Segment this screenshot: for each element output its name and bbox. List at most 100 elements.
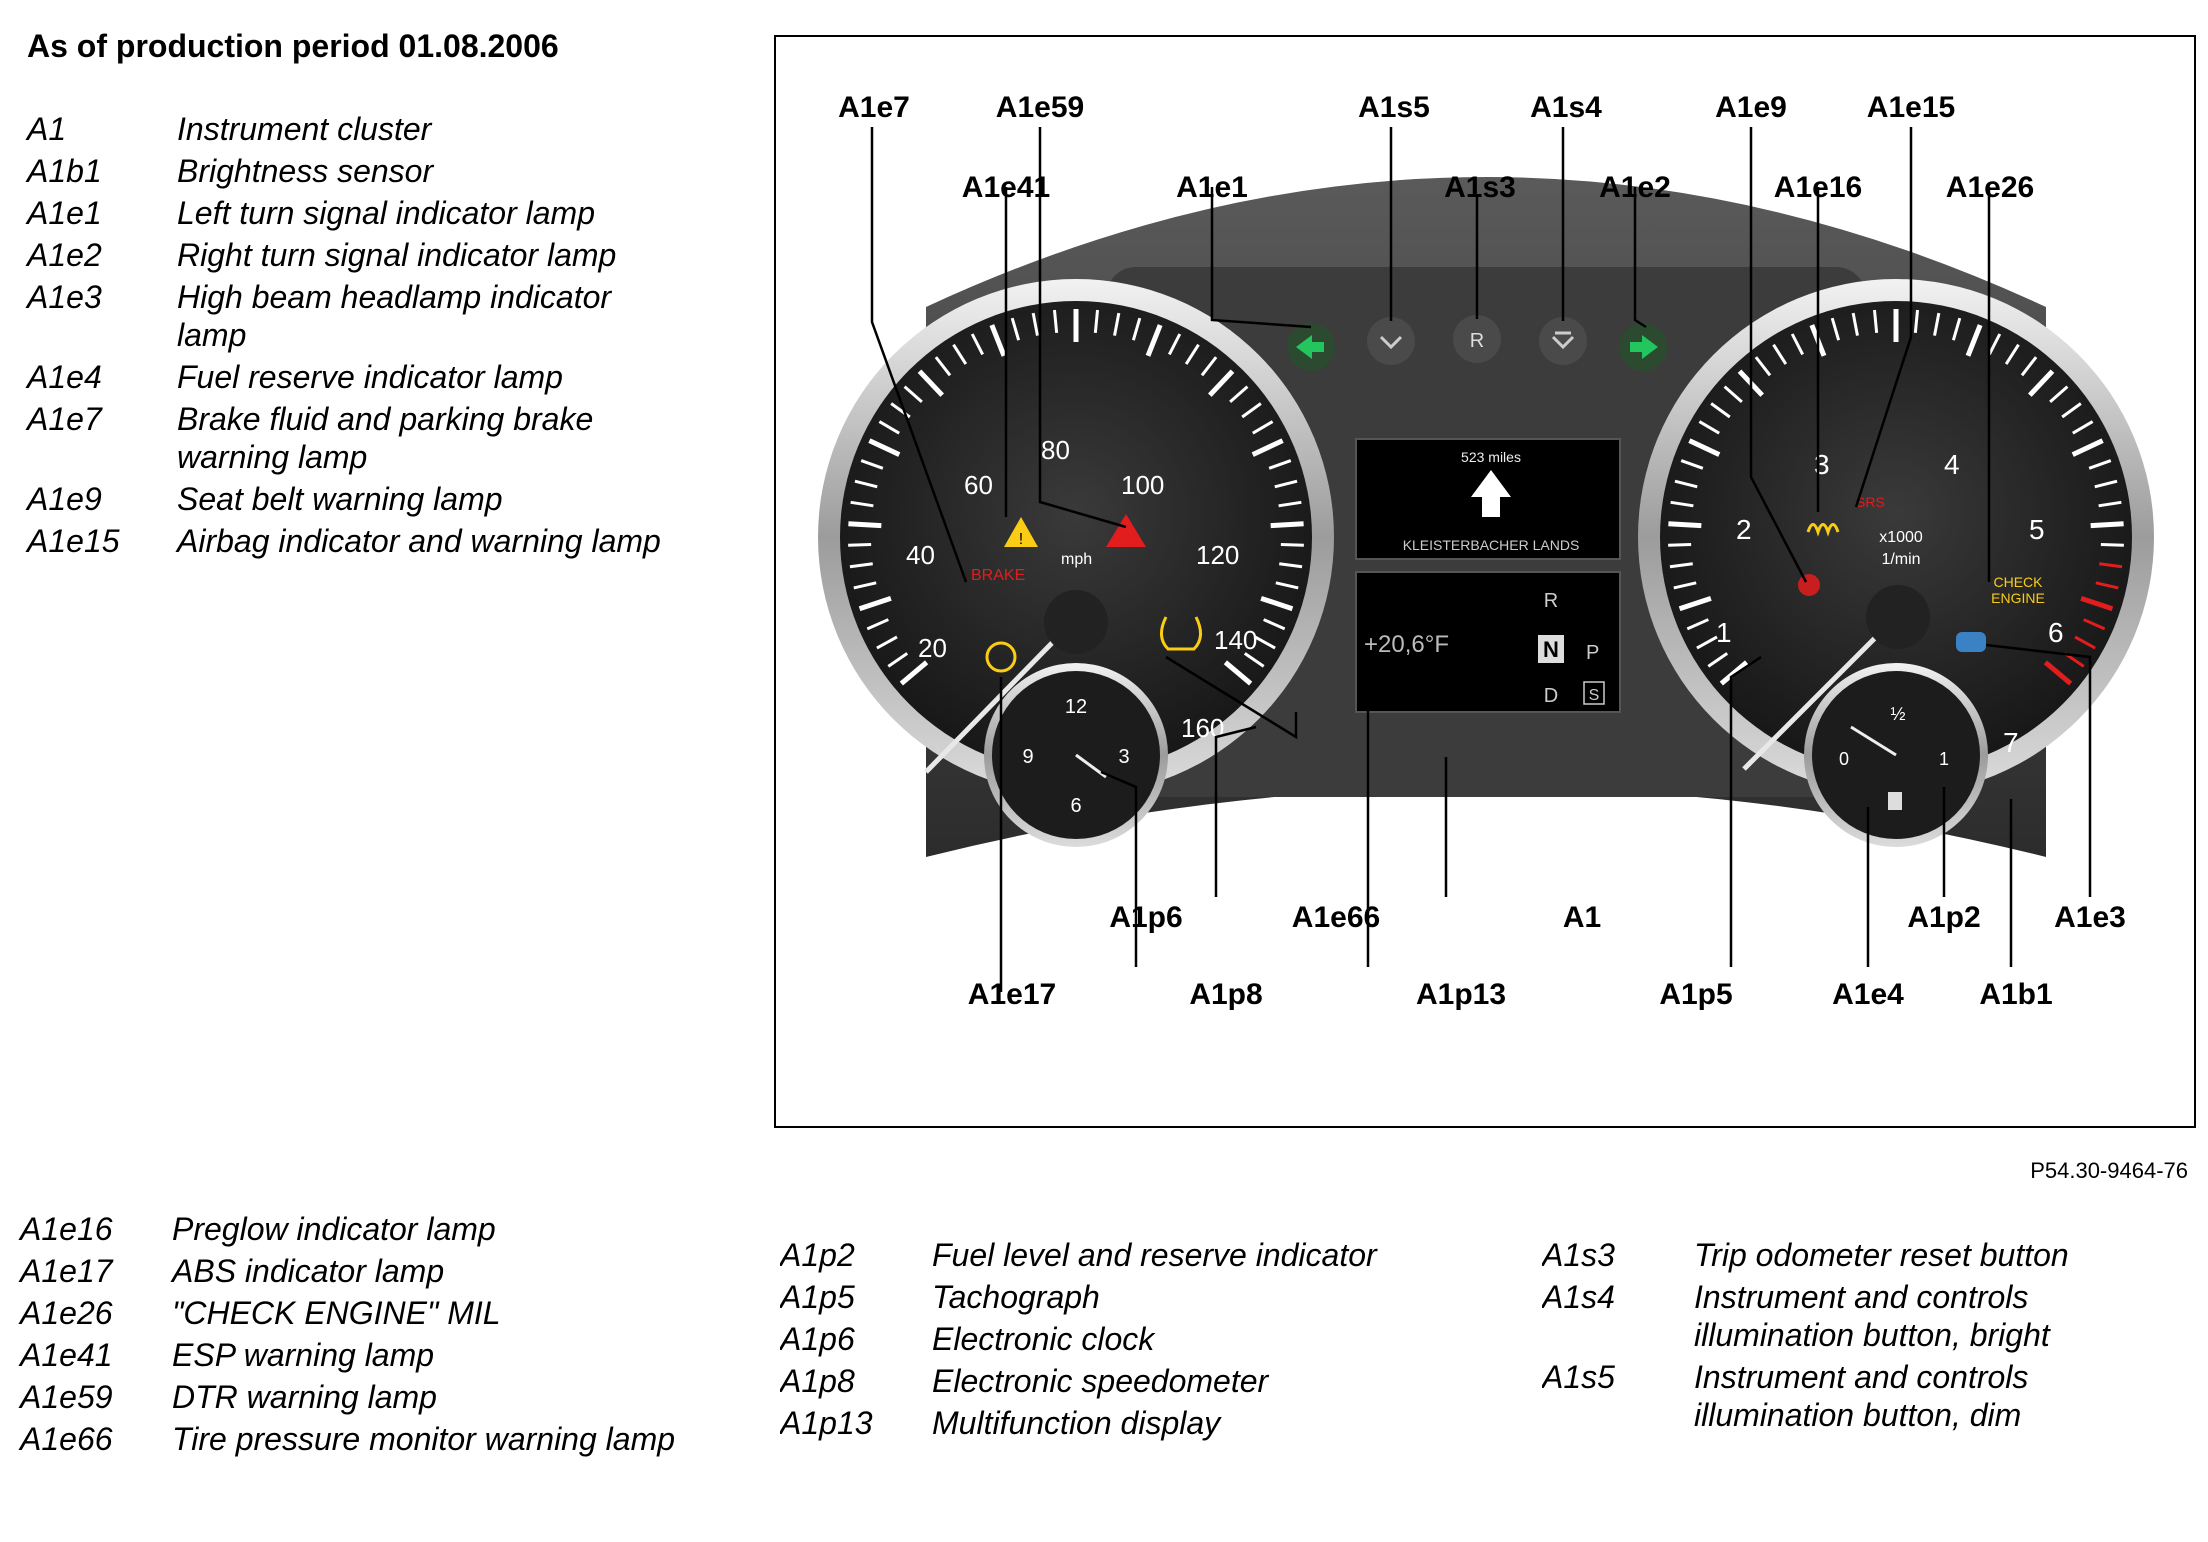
outside-temp: +20,6°F — [1364, 631, 1449, 658]
gauge-tick — [1965, 324, 1983, 357]
bright-button[interactable] — [1539, 317, 1587, 365]
gauge-tick — [1669, 562, 1693, 569]
gauge-tick — [1719, 660, 1749, 686]
gauge-tick — [2061, 402, 2082, 419]
gauge-tick — [1688, 438, 1721, 457]
speedo-label-80: 80 — [1041, 435, 1070, 465]
callout-a1e7: A1e7 — [838, 91, 910, 124]
gauge-tick — [1872, 309, 1879, 334]
nav-distance: 523 miles — [1461, 449, 1521, 465]
gauge-tick — [2049, 385, 2069, 403]
gauge-tick — [1131, 317, 1142, 341]
speedo-label-40: 40 — [906, 540, 935, 570]
gauge-tick — [1229, 385, 1249, 403]
gauge-tick — [1241, 402, 1262, 419]
dim-icon — [1379, 335, 1403, 350]
legend-desc: Instrument and controls illumination but… — [1694, 1279, 2050, 1353]
gauge-tick — [1113, 312, 1121, 336]
legend-code: A1e9 — [27, 481, 102, 517]
legend-desc: Brake fluid and parking brake warning la… — [177, 401, 594, 475]
gauge-tick — [1254, 635, 1276, 650]
tacho-ticks — [1668, 309, 2124, 686]
gauge-tick — [1707, 652, 1729, 668]
legend-code: A1p2 — [780, 1237, 855, 1273]
left-arrow-icon — [1296, 335, 1324, 359]
callout-a1e3: A1e3 — [2054, 901, 2126, 934]
tacho-label-7: 7 — [2003, 727, 2019, 758]
gauge-tick — [1723, 385, 1743, 403]
gauge-tick — [1710, 402, 1731, 419]
clock-9: 9 — [1022, 746, 1033, 768]
gauge-tick — [853, 581, 877, 590]
gauge-tick — [1790, 333, 1805, 356]
srs-lamp: SRS — [1856, 494, 1885, 510]
gauge-tick — [1207, 369, 1235, 397]
legend-row: A1e26"CHECK ENGINE" MIL — [20, 1294, 680, 1332]
leader-lines — [870, 127, 2092, 992]
callout-a1p5: A1p5 — [1659, 978, 1732, 1011]
legend-desc: "CHECK ENGINE" MIL — [172, 1295, 501, 1331]
reset-button[interactable] — [1453, 315, 1501, 363]
gauge-tick — [1052, 309, 1059, 334]
legend-desc: Tire pressure monitor warning lamp — [172, 1421, 676, 1457]
legend-code: A1e3 — [27, 279, 102, 315]
gauge-tick — [989, 324, 1007, 357]
fuel-half: ½ — [1890, 704, 1905, 724]
multifunction-display: 523 miles KLEISTERBACHER LANDS +20,6°F R… — [1355, 438, 1621, 713]
legend-code: A1e17 — [20, 1253, 113, 1289]
gear-n: N — [1543, 637, 1559, 662]
dtr-warning-icon — [1106, 514, 1146, 547]
gauge-tick — [1200, 356, 1218, 377]
gauge-tick — [876, 635, 898, 650]
dim-button[interactable] — [1367, 317, 1415, 365]
legend-code: A1 — [27, 111, 67, 147]
speedo-label-140: 140 — [1214, 625, 1257, 655]
callout-a1p6: A1p6 — [1109, 901, 1182, 934]
gauge-tick — [2043, 660, 2073, 686]
right-arrow-icon — [1630, 335, 1658, 359]
gauge-tick — [2094, 479, 2118, 489]
tacho-label-4: 4 — [1944, 449, 1960, 480]
gauge-tick — [2099, 562, 2123, 569]
callout-a1e9: A1e9 — [1715, 91, 1787, 124]
gear-s: S — [1589, 687, 1600, 704]
nav-arrow-icon — [1471, 470, 1511, 517]
callout-a1s3: A1s3 — [1444, 171, 1516, 204]
gauge-tick — [2004, 343, 2020, 365]
callout-a1e26: A1e26 — [1946, 171, 2034, 204]
gear-r: R — [1544, 590, 1558, 612]
cluster-diagram: R 20 40 60 80 100 120 140 160 mph BRAKE … — [774, 35, 2196, 1128]
seatbelt-icon — [1798, 574, 1820, 596]
legend-code: A1s3 — [1542, 1237, 1615, 1273]
gauge-tick — [1251, 438, 1284, 457]
gauge-tick — [849, 562, 873, 569]
callout-a1e66: A1e66 — [1292, 901, 1380, 934]
gauge-tick — [1278, 500, 1302, 508]
gauge-tick — [1673, 581, 1697, 590]
gauge-tick — [1279, 562, 1303, 569]
nav-street: KLEISTERBACHER LANDS — [1403, 537, 1580, 553]
gauge-tick — [1275, 581, 1299, 590]
legend-code: A1p8 — [780, 1363, 855, 1399]
legend-code: A1e16 — [20, 1211, 113, 1247]
esp-warning-icon — [1004, 517, 1038, 547]
check-engine-1: CHECK — [1993, 574, 2043, 590]
legend-desc: Preglow indicator lamp — [172, 1211, 496, 1247]
callout-a1b1: A1b1 — [1979, 978, 2052, 1011]
gauge-tick — [2071, 438, 2104, 457]
gauge-tick — [854, 479, 878, 489]
gauge-tick — [903, 385, 923, 403]
legend-code: A1p13 — [780, 1405, 873, 1441]
legend-desc: Tachograph — [932, 1279, 1100, 1315]
gauge-tick — [2098, 500, 2122, 508]
legend-code: A1s4 — [1542, 1279, 1615, 1315]
gauge-tick — [1093, 309, 1100, 334]
